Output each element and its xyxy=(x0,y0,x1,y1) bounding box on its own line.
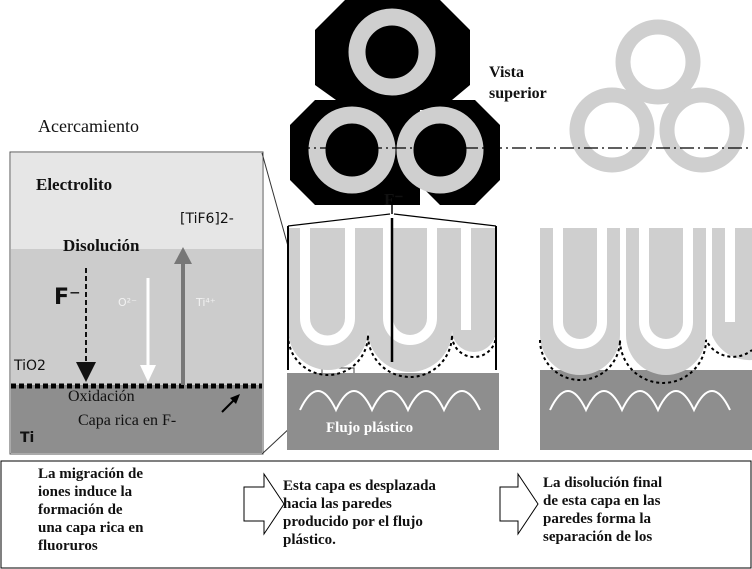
label-f-ion-inset: F⁻ xyxy=(54,285,81,310)
label-tio2: TiO2 xyxy=(14,358,46,374)
caption-arrow-2 xyxy=(499,472,539,536)
label-tif6: [TiF6]2- xyxy=(180,211,234,227)
zoom-inset xyxy=(9,151,264,455)
caption-2: Esta capa es desplazada hacia las parede… xyxy=(283,478,436,548)
label-disolucion: Disolución xyxy=(63,236,140,255)
label-ti: Ti xyxy=(20,430,35,446)
label-ti4: Ti⁴⁺ xyxy=(196,296,216,309)
inset-arrows xyxy=(76,247,192,385)
right-tubes xyxy=(539,228,752,450)
label-vista-superior: Vista superior xyxy=(489,64,547,102)
middle-tubes xyxy=(287,180,499,450)
label-oxidacion: Oxidación xyxy=(68,388,135,405)
final-top-view-rings xyxy=(569,19,745,173)
label-flujo-plastico: Flujo plástico xyxy=(326,420,414,436)
label-capa-rica: Capa rica en F- xyxy=(78,412,177,429)
caption-1: La migración de iones induce la formació… xyxy=(38,466,144,554)
label-o2: O²⁻ xyxy=(118,296,137,309)
top-view-rings xyxy=(308,8,484,194)
caption-arrow-1 xyxy=(243,472,285,536)
label-f-ion-top: F⁻ xyxy=(384,190,404,209)
caption-3: La disolución final de esta capa en las … xyxy=(543,475,663,545)
label-acercamiento: Acercamiento xyxy=(38,116,139,136)
caption-box xyxy=(0,460,752,569)
label-electrolito: Electrolito xyxy=(36,175,113,194)
